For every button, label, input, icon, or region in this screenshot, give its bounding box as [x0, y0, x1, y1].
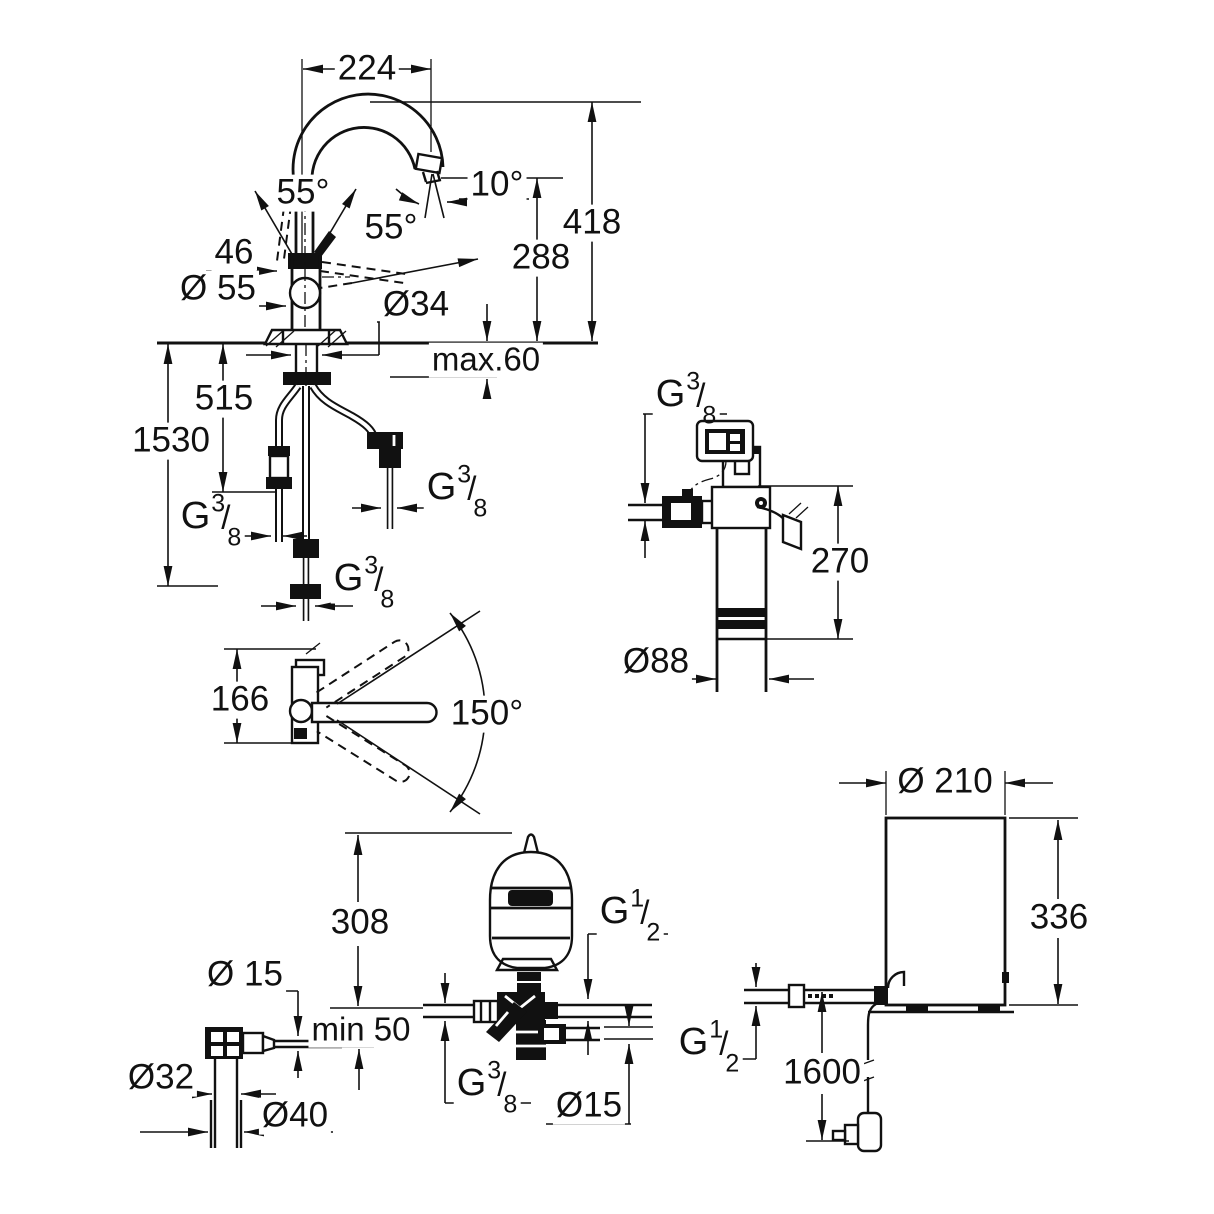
faucet-top-view [224, 610, 486, 815]
boiler-view [680, 771, 1078, 1153]
thread-label-g12-boiler-inlet: G1/2 [675, 1016, 743, 1076]
power-cable [866, 1002, 877, 1060]
boiler-body [884, 816, 1007, 1007]
dim-label-vessel-height: 308 [327, 904, 393, 942]
thread-label-g12-safety-outlet: G1/2 [596, 885, 664, 945]
expansion-vessel [488, 850, 574, 970]
dim-label-conn-height: 515 [191, 380, 257, 418]
dim-label-counter-max: max.60 [428, 342, 544, 378]
thread-label-g38-bottom-hose: G3/8 [330, 552, 398, 612]
faucet-front-view [157, 59, 641, 621]
dim-label-outlet-height: 288 [508, 239, 574, 277]
dia-label-drain-inner: Ø32 [124, 1059, 198, 1097]
dim-label-total-height: 418 [559, 204, 625, 242]
dia-label-boiler: Ø 210 [894, 763, 996, 801]
dim-label-body-depth: 166 [207, 681, 273, 719]
dim-label-hose-length: 1530 [129, 422, 213, 460]
dim-label-boiler-height: 336 [1026, 899, 1092, 937]
dim-label-lever-offset: 46 [211, 234, 257, 272]
dia-label-body: Ø 55 [177, 270, 259, 308]
angle-label-swivel-range: 150° [447, 695, 527, 733]
dia-label-safety-pipe: Ø15 [552, 1087, 626, 1125]
spout-top [310, 701, 438, 724]
filter-unit-view [620, 413, 853, 692]
dim-label-clearance: min 50 [308, 1012, 414, 1048]
dia-label-drain-pipe: Ø 15 [204, 956, 286, 994]
dia-label-filter: Ø88 [619, 643, 693, 681]
dia-label-shank: Ø34 [379, 286, 453, 324]
angle-label-lever: 55° [361, 209, 421, 247]
power-plug [856, 1111, 883, 1153]
angle-label-outlet: 10° [467, 166, 527, 204]
thread-label-g38-filter-inlet: G3/8 [652, 368, 720, 428]
dim-label-filter-height: 270 [807, 543, 873, 581]
dia-label-drain-outer: Ø40 [258, 1097, 332, 1135]
vessel-label [508, 890, 553, 906]
dim-label-spout-reach: 224 [334, 50, 400, 88]
thread-label-g38-cold-hose: G3/8 [177, 490, 245, 550]
thread-label-g38-mixed-hose: G3/8 [423, 461, 491, 521]
lever-handle [314, 231, 336, 257]
angle-label-swivel: 55° [273, 174, 333, 212]
thread-label-g38-safety-inlet: G3/8 [453, 1057, 521, 1117]
safety-group-view [330, 832, 668, 1125]
mounting-nut [283, 372, 331, 385]
dim-label-cable-length: 1600 [780, 1054, 864, 1092]
